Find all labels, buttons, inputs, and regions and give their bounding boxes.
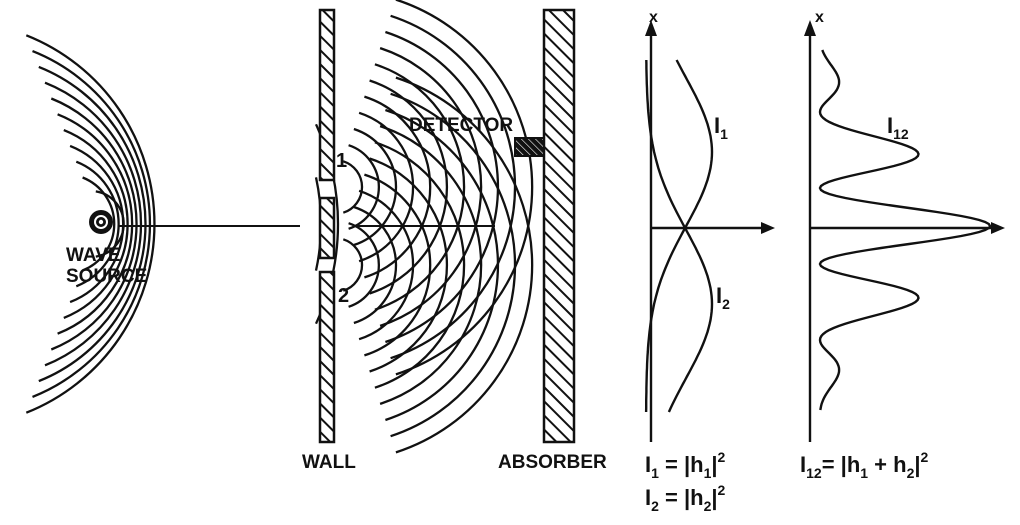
source-wavefront (50, 97, 138, 351)
source-wavefront (44, 81, 143, 367)
slit-1-wavefront (369, 79, 449, 295)
curve-i12 (818, 49, 992, 411)
source-wavefront (32, 50, 152, 398)
slit-2-wavefront (364, 173, 432, 357)
slit-1-wavefront (353, 127, 398, 247)
x-axis-left-arrow (645, 20, 657, 36)
source-wavefront (25, 34, 156, 414)
slit-1-label: 1 (336, 150, 347, 172)
slit-wavefronts (342, 0, 534, 454)
slit-1-wavefront (374, 63, 466, 311)
slit-2-wavefront (353, 205, 398, 325)
source-wavefront (38, 65, 147, 383)
detector-label: DETECTOR (409, 115, 513, 136)
formula-i2: I2 = |h2|2 (645, 482, 726, 514)
slit-2-wavefront (358, 189, 415, 341)
slit-1-wavefront (348, 144, 381, 230)
slit-2-wavefront (348, 222, 381, 308)
wall (318, 8, 336, 444)
absorber (542, 8, 576, 444)
curve-i2 (645, 59, 714, 413)
x-axis-left-label: x (649, 9, 658, 26)
slit-2-wavefront (395, 76, 534, 454)
slit-2-wavefront (379, 125, 483, 405)
wave-source-icon (89, 210, 113, 234)
wave-source-label-line1: WAVE (66, 245, 121, 266)
wall-label: WALL (302, 452, 356, 473)
absorber-label: ABSORBER (498, 452, 607, 473)
i12-label: I12 (887, 113, 909, 142)
source-wavefront (63, 129, 129, 319)
intensity-axis-left-arrow (761, 222, 775, 234)
source-wavefront (75, 160, 120, 288)
slit-2-wavefront (369, 157, 449, 373)
source-wavefront (82, 176, 116, 272)
slit-1-wavefront (358, 111, 415, 263)
intensity-axis-right-arrow (991, 222, 1005, 234)
slit-1-wavefront (342, 160, 364, 214)
x-axis-right-label: x (815, 9, 824, 26)
formula-i12: I12= |h1 + h2|2 (800, 449, 929, 481)
x-axis-right-arrow (804, 20, 816, 36)
slit-2-wavefront (385, 108, 500, 422)
graph-i12 (804, 20, 1005, 442)
formula-i1: I1 = |h1|2 (645, 449, 726, 481)
source-wavefront (69, 144, 125, 304)
source-wavefronts (25, 34, 340, 414)
slit-2-wavefront (390, 92, 517, 438)
curve-i1 (644, 59, 714, 413)
graph-i1-i2 (644, 20, 775, 442)
slit-2-wavefront (342, 238, 364, 292)
source-wavefront (57, 113, 134, 335)
i2-label: I2 (716, 283, 730, 312)
i1-label: I1 (714, 113, 728, 142)
slit-2-label: 2 (338, 285, 349, 307)
wave-source-label-line2: SOURCE (66, 266, 147, 287)
detector (514, 137, 545, 157)
slit-2-wavefront (374, 141, 466, 389)
slit-1-wavefront (379, 47, 483, 327)
